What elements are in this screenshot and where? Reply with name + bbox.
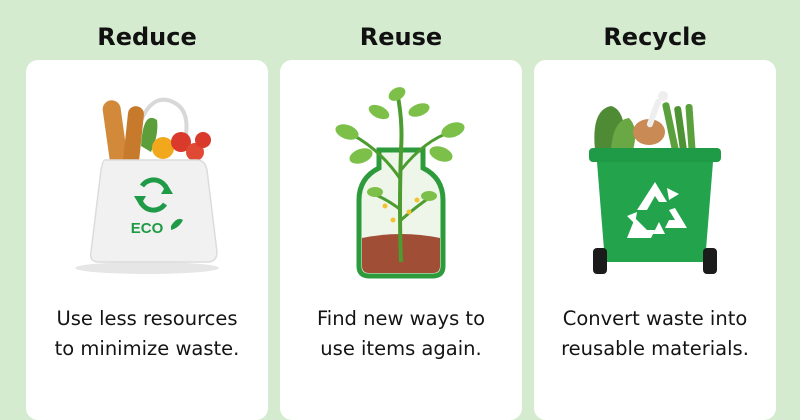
reduce-title: Reduce — [97, 23, 197, 51]
recycle-bin-icon — [589, 91, 721, 274]
recycle-description-line1: Convert waste into — [562, 307, 748, 330]
recycle-title: Recycle — [603, 23, 707, 51]
reduce-description-line2: to minimize waste. — [54, 337, 240, 360]
reduce-description: Use less resources to minimize waste. — [32, 304, 262, 364]
recycle-description: Convert waste into reusable materials. — [540, 304, 770, 364]
recycle-column: Recycle — [534, 0, 776, 420]
reuse-description-line1: Find new ways to — [316, 307, 486, 330]
reuse-description-line2: use items again. — [320, 337, 482, 360]
reduce-column: Reduce ECO Use less res — [26, 0, 268, 420]
recycle-card: Convert waste into reusable materials. — [534, 60, 776, 420]
reuse-column: Reuse — [280, 0, 522, 420]
reuse-description: Find new ways to use items again. — [286, 304, 516, 364]
reuse-title: Reuse — [359, 23, 443, 51]
eco-bag-icon: ECO — [75, 97, 219, 274]
plant-in-bottle-icon — [335, 87, 465, 279]
recycle-description-line2: reusable materials. — [561, 337, 749, 360]
reuse-card: Find new ways to use items again. — [280, 60, 522, 420]
reduce-card: ECO Use less resources to minimize waste… — [26, 60, 268, 420]
reduce-description-line1: Use less resources — [56, 307, 238, 330]
eco-badge-text: ECO — [131, 220, 164, 237]
